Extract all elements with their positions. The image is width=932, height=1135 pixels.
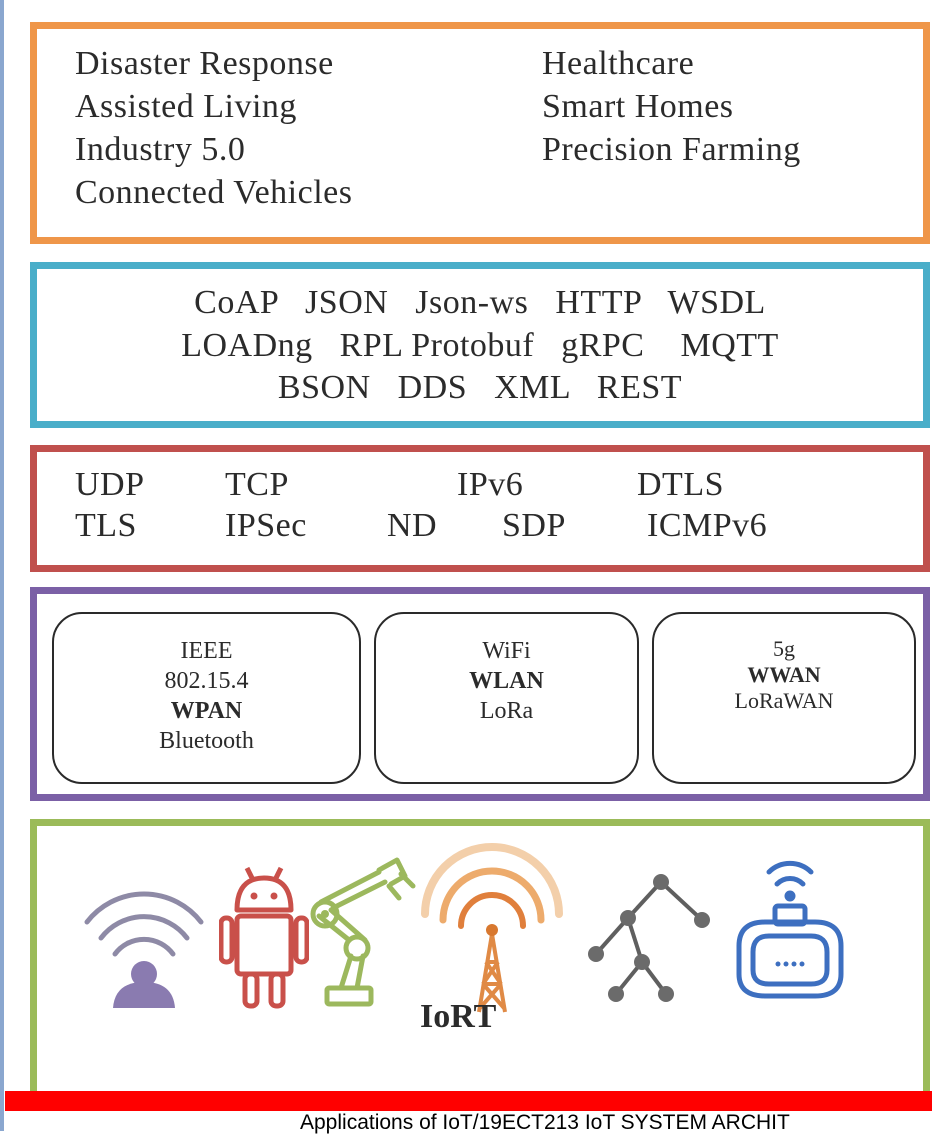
net-udp: UDP — [75, 466, 145, 503]
app-smart-homes: Smart Homes — [542, 88, 734, 125]
left-rule — [0, 0, 4, 1131]
net-nd: ND — [387, 507, 438, 544]
iort-layer: IoRT — [30, 819, 930, 1109]
app-healthcare: Healthcare — [542, 45, 695, 82]
net-icmpv6: ICMPv6 — [647, 507, 768, 544]
app-industry-5: Industry 5.0 — [75, 131, 246, 168]
wwan-box: 5g WWAN LoRaWAN — [652, 612, 916, 784]
net-tcp: TCP — [225, 466, 289, 503]
protocols-line-2: LOADng RPL Protobuf gRPC MQTT — [181, 327, 779, 364]
net-dtls: DTLS — [637, 466, 724, 503]
wlan-line-1: WiFi — [482, 638, 531, 664]
wpan-line-4: Bluetooth — [159, 728, 254, 754]
android-robot-icon — [219, 866, 309, 1009]
net-sdp: SDP — [502, 507, 566, 544]
net-tls: TLS — [75, 507, 137, 544]
protocols-line-3: BSON DDS XML REST — [277, 369, 683, 406]
wifi-router-icon — [736, 860, 844, 999]
wwan-line-3: LoRaWAN — [734, 688, 834, 713]
protocols-layer: CoAP JSON Json-ws HTTP WSDL LOADng RPL P… — [30, 262, 930, 428]
applications-layer: Disaster Response Healthcare Assisted Li… — [30, 22, 930, 244]
tree-network-icon — [588, 874, 710, 1002]
wlan-title: WLAN — [469, 668, 544, 694]
wwan-title: WWAN — [747, 662, 821, 687]
wpan-box: IEEE 802.15.4 WPAN Bluetooth — [52, 612, 361, 784]
wlan-box: WiFi WLAN LoRa — [374, 612, 639, 784]
network-layer: UDP TCP IPv6 DTLS TLS IPSec ND SDP ICMPv… — [30, 445, 930, 572]
net-ipv6: IPv6 — [457, 466, 524, 503]
technologies-layer: IEEE 802.15.4 WPAN Bluetooth WiFi WLAN L… — [30, 587, 930, 801]
footer-text: Applications of IoT/19ECT213 IoT SYSTEM … — [300, 1111, 790, 1134]
wpan-title: WPAN — [170, 698, 243, 724]
app-assisted-living: Assisted Living — [75, 88, 297, 125]
wpan-line-2: 802.15.4 — [164, 668, 249, 694]
app-precision-farming: Precision Farming — [542, 131, 801, 168]
footer-bar — [5, 1091, 932, 1111]
protocols-line-1: CoAP JSON Json-ws HTTP WSDL — [194, 284, 766, 321]
wireless-person-icon — [84, 891, 204, 1008]
app-connected-vehicles: Connected Vehicles — [75, 174, 353, 211]
radio-tower-icon — [421, 843, 563, 1013]
robotic-arm-icon — [310, 857, 416, 1007]
app-disaster-response: Disaster Response — [75, 45, 334, 82]
net-ipsec: IPSec — [225, 507, 307, 544]
iort-label: IoRT — [420, 998, 497, 1035]
wlan-line-3: LoRa — [479, 698, 534, 724]
wpan-line-1: IEEE — [180, 638, 233, 664]
wwan-line-1: 5g — [773, 636, 795, 661]
